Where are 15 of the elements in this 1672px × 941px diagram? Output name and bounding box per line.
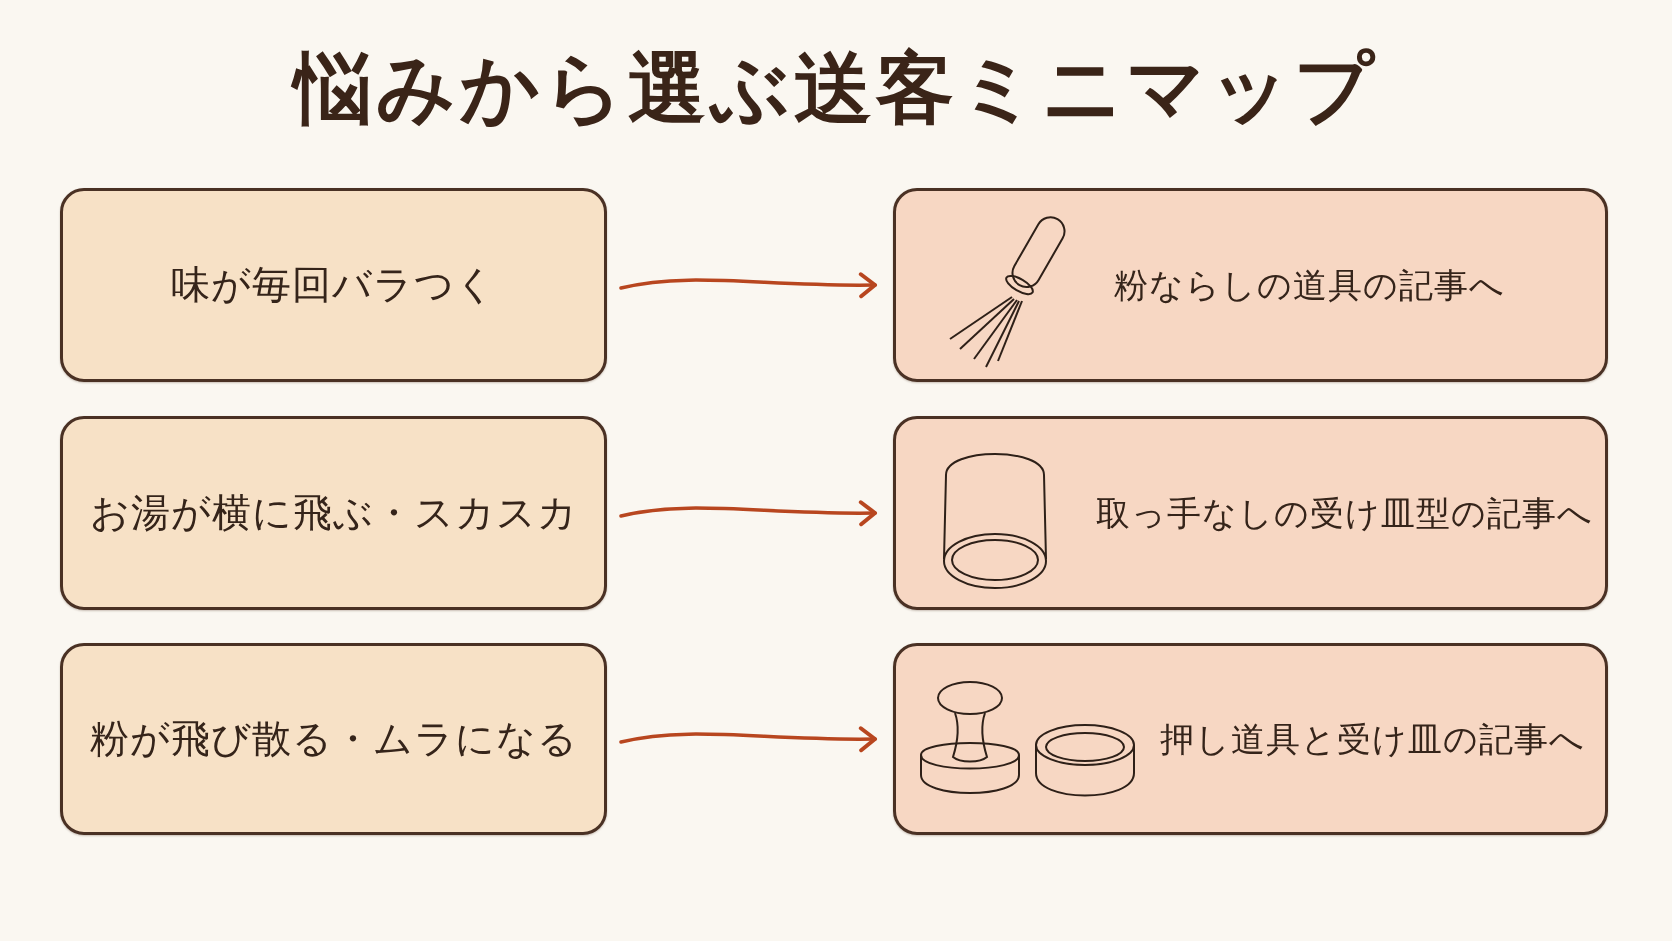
article-box [893, 188, 1608, 382]
arrow [619, 726, 877, 753]
problem-box [60, 643, 607, 835]
article-link-text: 取っ手なしの受け皿型の記事へ [1096, 491, 1593, 535]
article-box [893, 643, 1608, 835]
arrow [619, 500, 877, 527]
article-box [893, 416, 1608, 610]
article-link-text: 粉ならしの道具の記事へ [1114, 263, 1505, 307]
problem-box [60, 188, 607, 382]
arrow [619, 272, 877, 299]
article-link-text: 押し道具と受け皿の記事へ [1160, 717, 1585, 761]
problem-text: 味が毎回バラつく [171, 260, 496, 309]
problem-box [60, 416, 607, 610]
problem-text: お湯が横に飛ぶ・スカスカ [89, 488, 578, 537]
problem-text: 粉が飛び散る・ムラになる [89, 714, 578, 763]
